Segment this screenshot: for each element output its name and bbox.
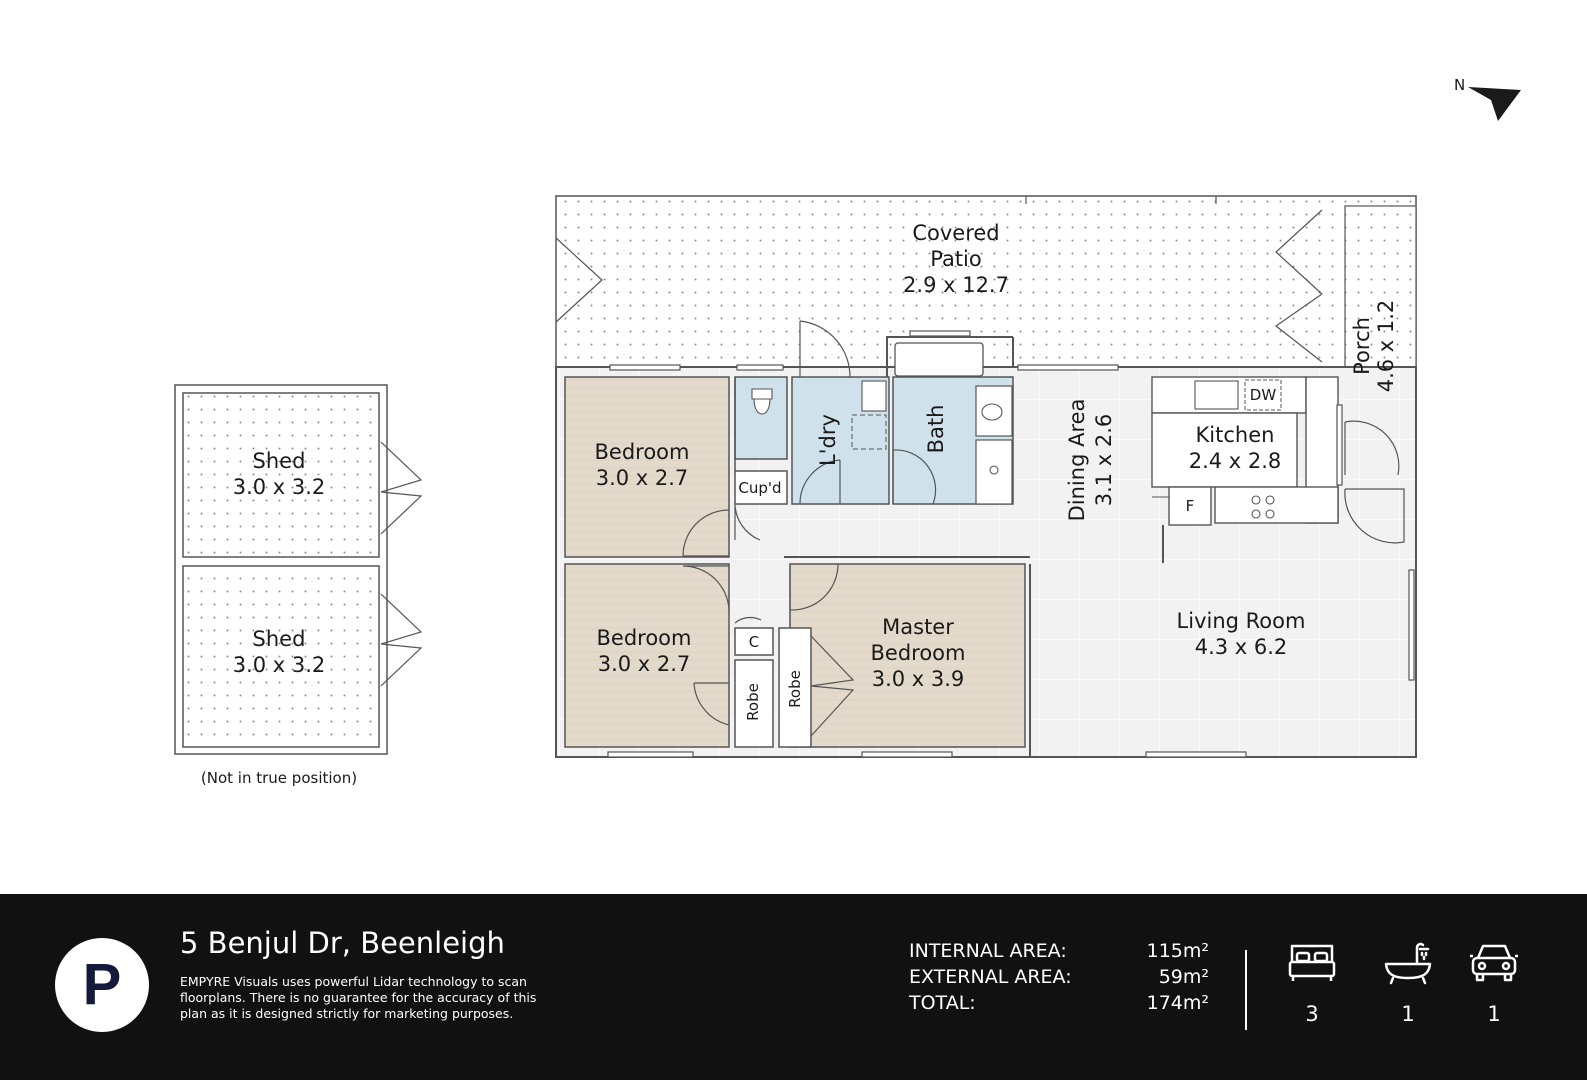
internal-area-value: 115m²	[1146, 940, 1209, 962]
floor-plan: N	[174, 76, 1521, 787]
bathrooms-feature: 1	[1378, 940, 1438, 1040]
parking-feature: 1	[1464, 940, 1524, 1040]
laundry-machine	[851, 414, 887, 450]
bath-icon	[1384, 942, 1432, 985]
bedrooms-feature: 3	[1282, 940, 1342, 1040]
total-area-value: 174m²	[1146, 992, 1209, 1014]
dishwasher-label: DW	[1250, 386, 1277, 404]
patio-label-2: Patio	[930, 247, 982, 271]
parking-count: 1	[1487, 1002, 1501, 1026]
bedroom-2-size: 3.0 x 2.7	[598, 652, 691, 676]
patio-size: 2.9 x 12.7	[903, 273, 1009, 297]
external-area-value: 59m²	[1158, 966, 1209, 988]
master-label-2: Bedroom	[871, 641, 966, 665]
bedrooms-count: 3	[1305, 1002, 1319, 1026]
shed-1	[182, 392, 380, 558]
shed-1-label: Shed	[253, 449, 306, 473]
bedroom-2-floor	[564, 563, 730, 748]
dishwasher	[1244, 379, 1282, 411]
living-label: Living Room	[1177, 609, 1306, 633]
external-area-row: EXTERNAL AREA: 59m²	[909, 966, 1209, 992]
dining-size: 3.1 x 2.6	[1092, 414, 1116, 507]
total-area-label: TOTAL:	[909, 992, 976, 1014]
shed-2	[182, 565, 380, 748]
bedroom-1-size: 3.0 x 2.7	[596, 466, 689, 490]
kitchen-island	[1151, 412, 1298, 488]
bath-tub	[894, 342, 984, 377]
bedroom-1-label: Bedroom	[595, 440, 690, 464]
fridge	[1168, 486, 1212, 526]
shed-2-door	[380, 593, 423, 687]
living-size: 4.3 x 6.2	[1195, 635, 1288, 659]
master-size: 3.0 x 3.9	[872, 667, 965, 691]
shed-2-label: Shed	[253, 627, 306, 651]
patio-label: Covered	[912, 221, 999, 245]
bath-label: Bath	[924, 405, 948, 454]
internal-area-row: INTERNAL AREA: 115m²	[909, 940, 1209, 966]
master-label: Master	[882, 615, 954, 639]
kitchen-front-counter	[1214, 486, 1339, 524]
fridge-label: F	[1186, 497, 1195, 515]
shed-1-size: 3.0 x 3.2	[233, 475, 326, 499]
robe-1-label: Robe	[744, 683, 762, 721]
shed-1-door	[380, 441, 423, 535]
property-address: 5 Benjul Dr, Beenleigh	[180, 926, 505, 960]
laundry-label: L'dry	[816, 414, 840, 466]
car-icon	[1470, 944, 1518, 982]
bath-vanity	[975, 385, 1013, 437]
bedroom-1-floor	[564, 376, 730, 558]
kitchen-size: 2.4 x 2.8	[1189, 449, 1282, 473]
toilet-floor	[734, 376, 788, 460]
footer-divider	[1245, 950, 1247, 1030]
total-area-row: TOTAL: 174m²	[909, 992, 1209, 1018]
laundry-tub	[861, 380, 887, 412]
bedroom-2-label: Bedroom	[597, 626, 692, 650]
kitchen-label: Kitchen	[1196, 423, 1275, 447]
bath-shower	[975, 439, 1013, 505]
interior-walls	[784, 336, 1031, 757]
north-arrow-icon	[1468, 87, 1521, 121]
toilet-icon	[751, 388, 773, 415]
shed-note: (Not in true position)	[201, 769, 357, 787]
disclaimer-text: EMPYRE Visuals uses powerful Lidar techn…	[180, 974, 537, 1021]
dining-label: Dining Area	[1065, 399, 1089, 522]
compass-label: N	[1454, 76, 1465, 94]
bed-icon	[1288, 944, 1336, 981]
robe-2-label: Robe	[786, 670, 804, 708]
robe-1	[734, 659, 774, 748]
footer-bar: P 5 Benjul Dr, Beenleigh EMPYRE Visuals …	[0, 894, 1587, 1080]
vanity-basin	[981, 403, 1003, 421]
brand-logo-letter: P	[82, 952, 122, 1017]
linen-label: C	[749, 633, 759, 651]
windows	[607, 330, 1415, 758]
compass: N	[1454, 76, 1521, 121]
room-labels: Covered Patio 2.9 x 12.7 Porch 4.6 x 1.2…	[201, 221, 1398, 787]
bathrooms-count: 1	[1401, 1002, 1415, 1026]
kitchen-sink	[1194, 380, 1239, 410]
cupboard-label: Cup'd	[738, 479, 781, 497]
kitchen-back-counter	[1151, 376, 1307, 414]
cupboard	[734, 470, 788, 505]
porch-size: 4.6 x 1.2	[1374, 300, 1398, 393]
doors	[555, 209, 1405, 737]
external-area-label: EXTERNAL AREA:	[909, 966, 1072, 988]
sheds	[174, 384, 423, 755]
cooktop-icon	[1251, 495, 1275, 519]
shed-2-size: 3.0 x 3.2	[233, 653, 326, 677]
robe-2	[778, 627, 812, 748]
internal-area-label: INTERNAL AREA:	[909, 940, 1067, 962]
porch-label: Porch	[1350, 317, 1374, 375]
linen-cupboard	[734, 627, 774, 656]
shower-head-icon	[989, 465, 999, 475]
brand-logo: P	[55, 938, 149, 1032]
covered-patio-area	[555, 195, 1417, 368]
patio-posts	[1025, 196, 1217, 204]
